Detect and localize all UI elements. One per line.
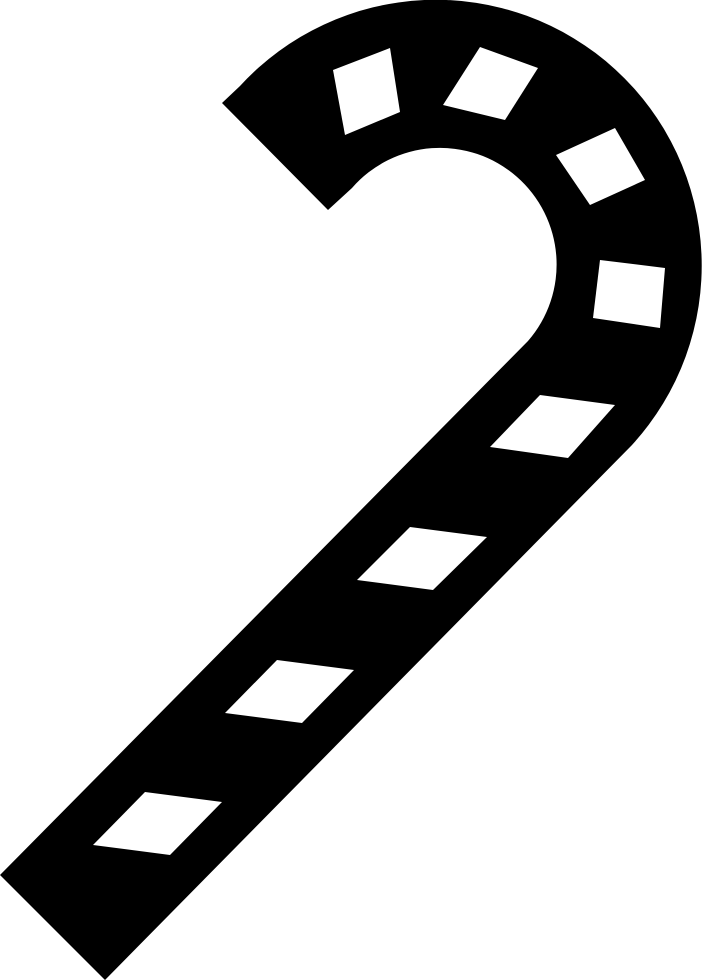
stripe (593, 260, 665, 328)
stripe (443, 47, 538, 120)
stripe (225, 660, 354, 723)
stripe (556, 128, 645, 205)
candy-cane-stripes (93, 47, 665, 855)
stripe (490, 395, 615, 458)
stripe (357, 527, 487, 590)
stripe (333, 48, 400, 135)
stripe (93, 792, 222, 855)
